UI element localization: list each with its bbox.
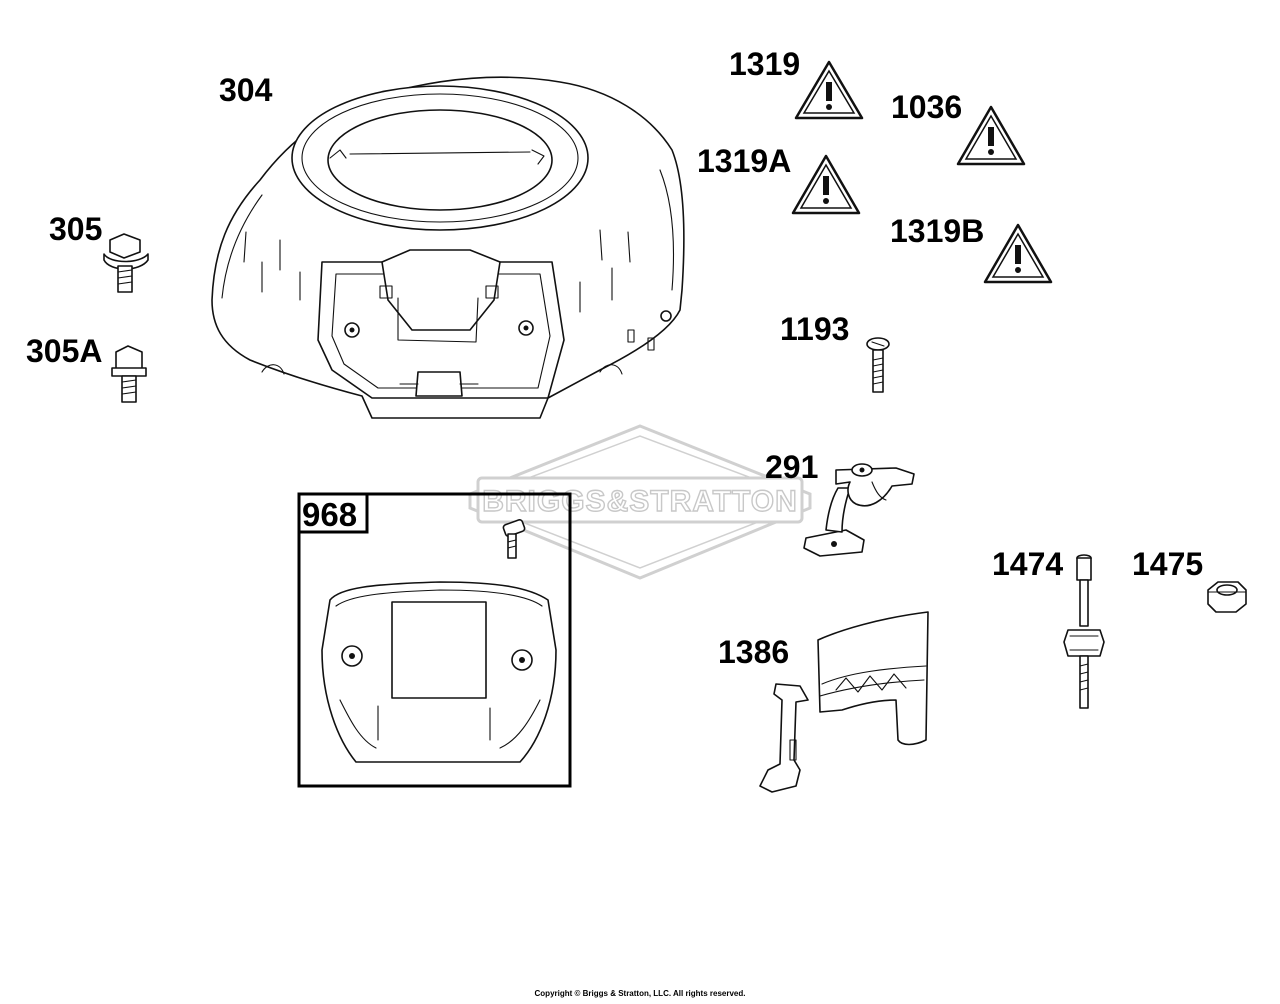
part-label-1475: 1475 [1132, 546, 1203, 582]
part-label-305: 305 [49, 211, 102, 247]
part-label-304: 304 [219, 72, 273, 108]
part-label-1036: 1036 [891, 89, 962, 125]
warning-decal-1036 [956, 105, 1026, 166]
part-label-1319A: 1319A [697, 143, 791, 179]
warning-decal-1319 [794, 60, 864, 120]
nut-1475-drawing [1207, 581, 1247, 613]
kit-968-box [297, 492, 572, 788]
part-label-1193: 1193 [780, 311, 849, 347]
screw-1193-drawing [866, 337, 890, 393]
part-label-968: 968 [302, 496, 357, 533]
copyright-notice: Copyright © Briggs & Stratton, LLC. All … [534, 989, 746, 998]
brand-watermark: BRIGGS&STRATTON [468, 424, 812, 580]
bolt-305a-drawing [111, 345, 147, 403]
air-guide-1386-drawing [759, 611, 929, 793]
part-label-1319B: 1319B [890, 213, 984, 249]
stud-1474-drawing [1063, 554, 1105, 709]
part-label-305A: 305A [26, 333, 103, 369]
warning-decal-1319a [791, 154, 861, 215]
bracket-291-drawing [803, 463, 915, 557]
watermark-text: BRIGGS&STRATTON [482, 485, 798, 518]
warning-decal-1319b [983, 223, 1053, 284]
blower-housing-drawing [211, 76, 685, 419]
bolt-305-drawing [103, 233, 149, 293]
part-label-1386: 1386 [718, 634, 789, 670]
part-label-291: 291 [765, 449, 818, 485]
part-label-1474: 1474 [992, 546, 1063, 582]
part-label-1319: 1319 [729, 46, 800, 82]
